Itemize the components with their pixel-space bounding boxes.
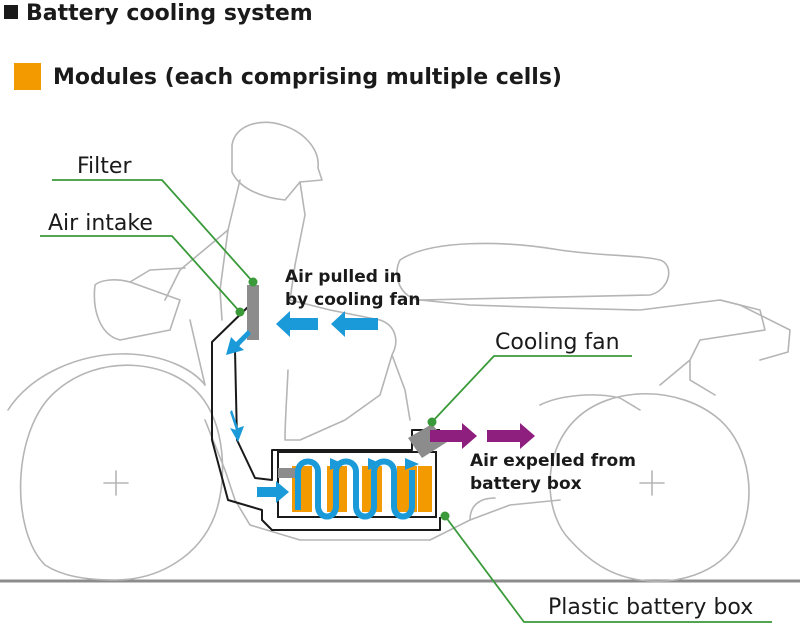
legend-module-label: Modules (each comprising multiple cells)	[53, 65, 562, 90]
air-intake-label: Air intake	[48, 211, 153, 236]
air-expelled-label-line2: battery box	[470, 474, 582, 494]
filter-leader-dot	[248, 277, 258, 287]
leader-lines	[40, 179, 772, 623]
airflow-arrow-icon	[330, 458, 344, 470]
airflow-arrow-icon	[405, 458, 419, 470]
diagram-title: Battery cooling system	[26, 1, 313, 26]
purple-arrow-right-icon	[487, 423, 535, 449]
air-expelled-label-line1: Air expelled from	[470, 451, 636, 471]
air-pulled-label-line2: by cooling fan	[285, 290, 420, 310]
exhaust-airflow-arrows	[430, 423, 535, 449]
blue-arrow-down-left-icon	[226, 330, 251, 355]
airflow-serpentine	[295, 458, 415, 520]
cooling-fan-leader-dot	[427, 417, 437, 427]
filter-leader	[52, 179, 254, 283]
intake-airflow-arrows	[226, 311, 378, 503]
filter-element	[247, 285, 259, 340]
air-intake-leader	[40, 235, 241, 313]
scooter-outline	[7, 121, 791, 582]
title-square-icon	[4, 5, 18, 19]
cooling-fan-label: Cooling fan	[495, 330, 620, 355]
battery-box-label: Plastic battery box	[548, 595, 753, 620]
battery-module	[418, 466, 432, 512]
legend-module-swatch	[14, 63, 41, 90]
air-intake-leader-dot	[235, 307, 245, 317]
air-pulled-label-line1: Air pulled in	[285, 267, 402, 287]
blue-arrow-down-icon	[230, 410, 244, 442]
battery-box-leader	[444, 515, 772, 623]
blue-arrow-left-icon	[276, 311, 318, 337]
battery-box-leader-dot	[440, 511, 450, 521]
cooling-fan-leader	[431, 355, 632, 423]
purple-arrow-right-icon	[430, 423, 477, 449]
blue-arrow-right-icon	[257, 481, 289, 503]
blue-arrow-left-icon	[331, 311, 378, 337]
airflow-arrow-icon	[368, 458, 382, 470]
filter-label: Filter	[77, 154, 132, 179]
intake-connector	[278, 468, 296, 478]
